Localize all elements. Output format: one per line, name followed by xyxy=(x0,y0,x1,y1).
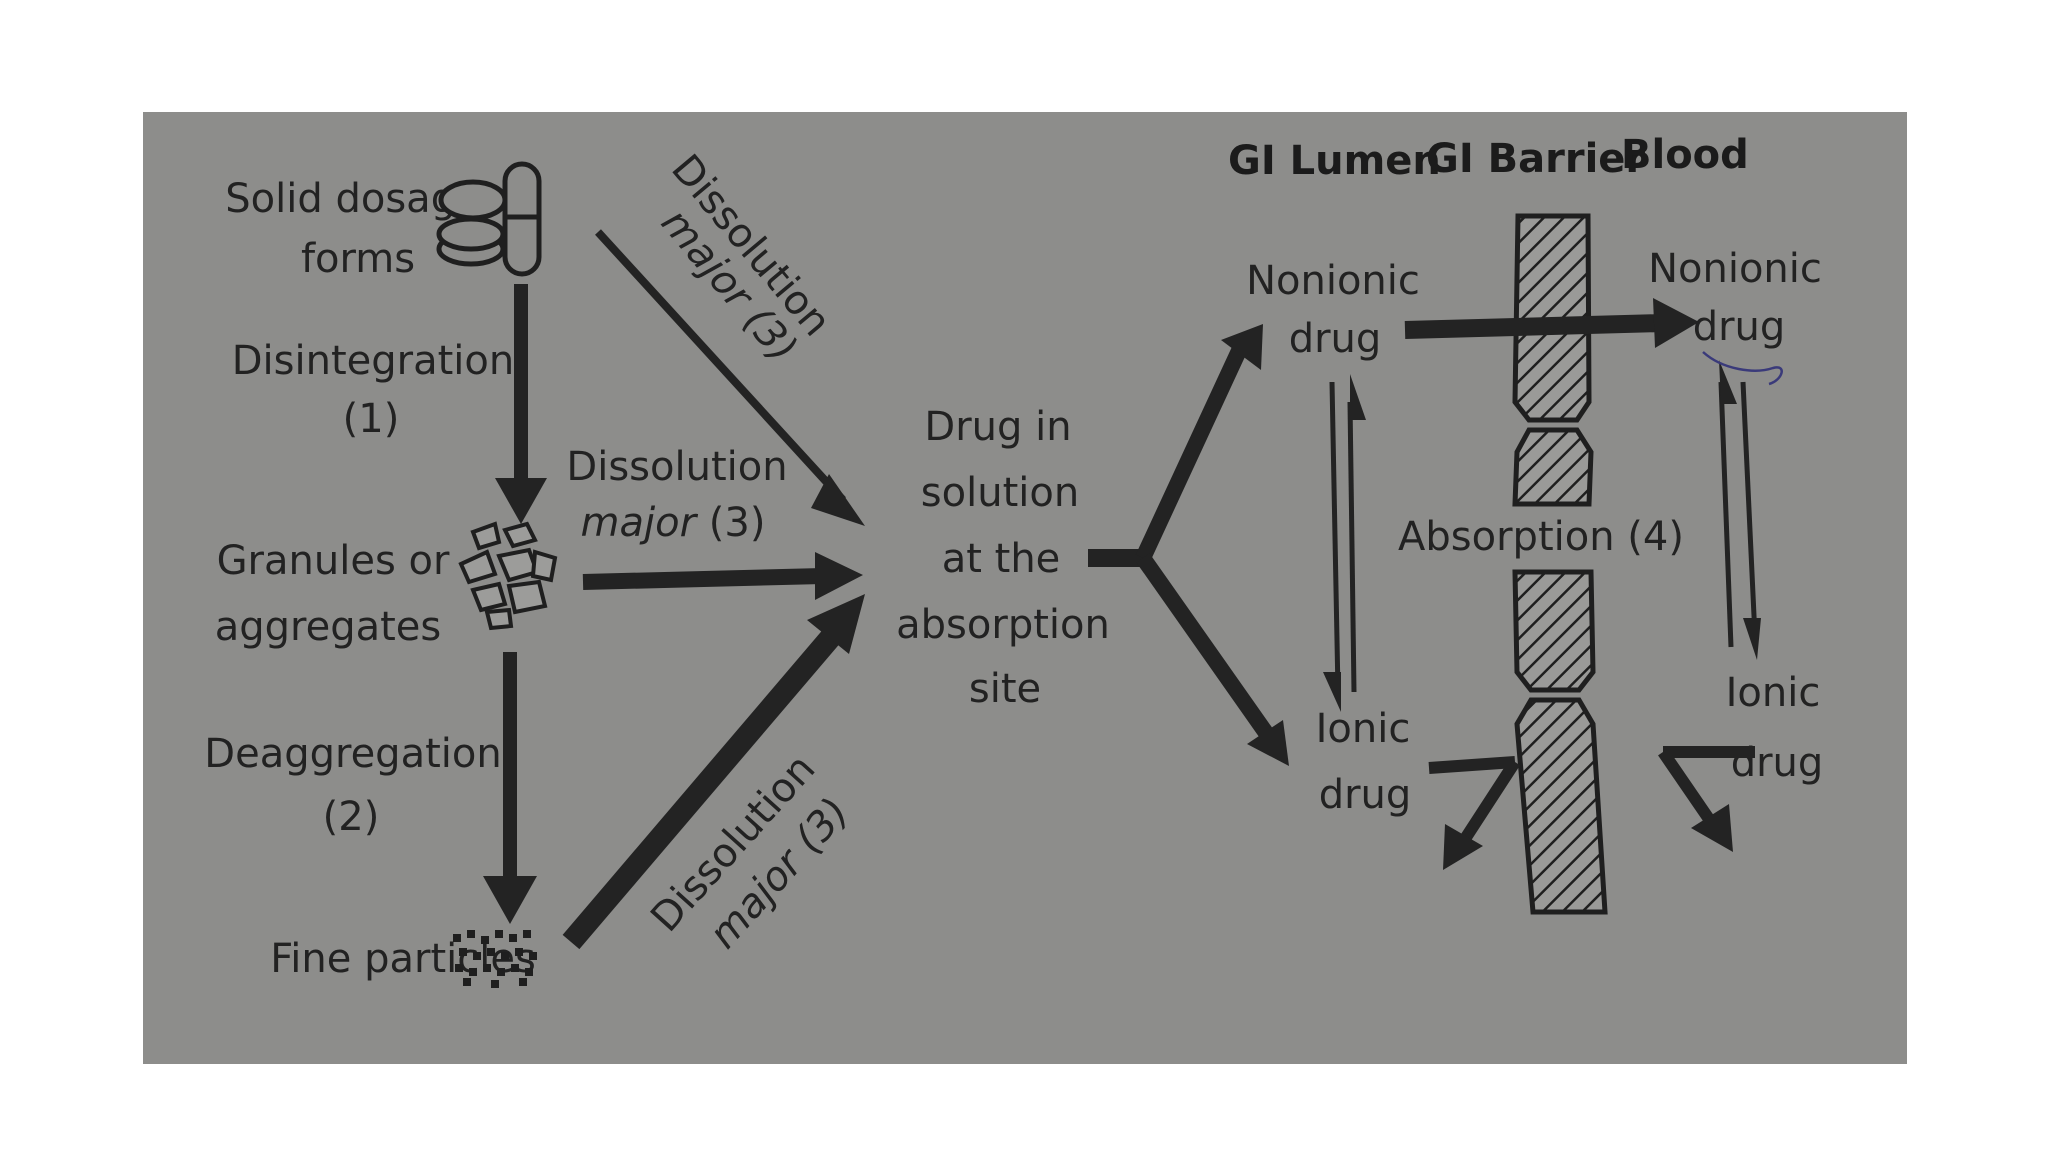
handwritten-mark xyxy=(1702,351,1783,386)
label-deaggregation-step: (2) xyxy=(323,794,380,840)
node-drug-line4: absorption xyxy=(896,602,1110,648)
tablets-capsule-icon xyxy=(436,161,542,277)
node-granules-line2: aggregates xyxy=(215,604,442,650)
fork-lower-arrowhead xyxy=(1247,720,1289,766)
dissolution-top-arrowhead xyxy=(811,474,865,526)
dissolution-mid-arrowhead xyxy=(815,552,863,600)
node-ionic-lumen-line2: drug xyxy=(1319,772,1412,818)
label-dissolution-mid: Dissolution xyxy=(566,444,787,490)
disintegration-arrowhead xyxy=(495,478,547,524)
dissolution-bot-arrowhead xyxy=(807,594,865,654)
header-gi-barrier: GI Barrier xyxy=(1426,136,1645,182)
fork-lower-shaft xyxy=(1136,553,1278,745)
deaggregation-arrowhead xyxy=(483,876,537,924)
lumen-equilibrium-arrows xyxy=(1323,374,1366,712)
label-dissolution-mid-major: major (3) xyxy=(581,500,766,546)
diagram-photo: GI Lumen GI Barrier Blood Solid dosage f… xyxy=(143,112,1907,1064)
header-gi-lumen: GI Lumen xyxy=(1228,138,1441,184)
node-nonionic-blood-line2: drug xyxy=(1693,304,1786,350)
node-ionic-blood-line1: Ionic xyxy=(1726,670,1821,716)
label-disintegration-step: (1) xyxy=(343,396,400,442)
node-granules-line1: Granules or xyxy=(217,538,450,584)
node-fine-particles: Fine particles xyxy=(270,936,536,982)
ionic-lumen-blocked-arrow xyxy=(1428,756,1521,870)
node-solid-dosage-line1: Solid dosage xyxy=(225,176,480,222)
node-drug-line1: Drug in xyxy=(924,404,1071,450)
dissolution-mid-arrow-shaft xyxy=(582,568,824,590)
drug-absorption-diagram: GI Lumen GI Barrier Blood Solid dosage f… xyxy=(204,132,1823,988)
granules-icon xyxy=(458,521,558,631)
node-solid-dosage-line2: forms xyxy=(301,236,415,282)
label-deaggregation: Deaggregation xyxy=(204,731,501,777)
absorption-arrowhead xyxy=(1653,298,1699,348)
header-blood: Blood xyxy=(1621,132,1749,178)
dissolution-bot-arrow-shaft xyxy=(562,629,840,950)
node-nonionic-lumen-line2: drug xyxy=(1289,316,1382,362)
node-nonionic-lumen-line1: Nonionic xyxy=(1246,258,1420,304)
label-absorption: Absorption (4) xyxy=(1398,514,1684,560)
fork-upper-arrowhead xyxy=(1221,324,1263,370)
node-drug-line5: site xyxy=(969,666,1041,712)
fine-particles-icon xyxy=(453,930,537,988)
node-drug-line2: solution xyxy=(921,470,1079,516)
ionic-blood-blocked-arrow xyxy=(1658,746,1755,852)
node-ionic-lumen-line1: Ionic xyxy=(1316,706,1411,752)
fork-upper-shaft xyxy=(1135,338,1251,562)
dissolution-top-arrow-shaft xyxy=(595,229,846,503)
node-drug-line3: at the xyxy=(942,536,1061,582)
node-nonionic-blood-line1: Nonionic xyxy=(1648,246,1822,292)
absorption-arrow-shaft xyxy=(1404,314,1664,339)
blood-equilibrium-arrows xyxy=(1718,360,1761,660)
label-disintegration: Disintegration xyxy=(232,338,514,384)
